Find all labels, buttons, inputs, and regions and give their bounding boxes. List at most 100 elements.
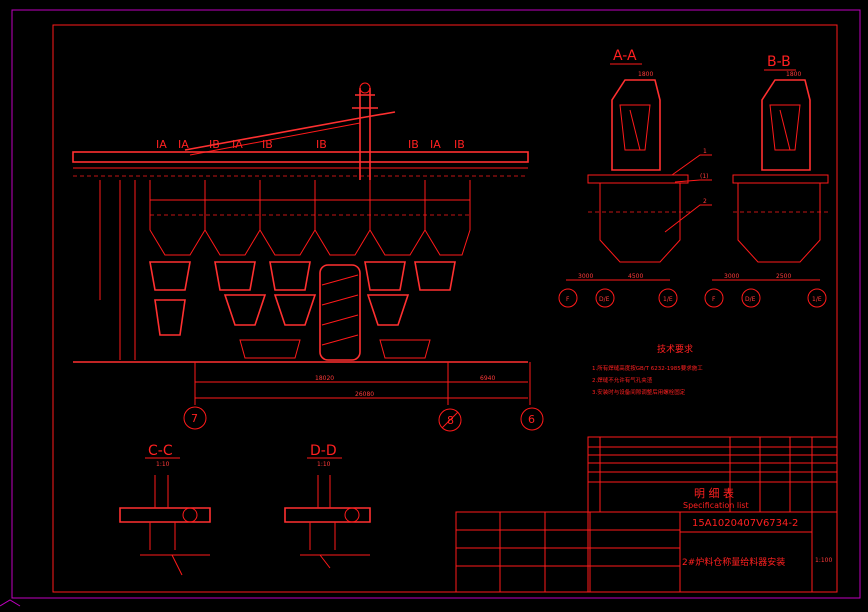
top-platform [72,151,529,163]
section-dd: D-D 1:10 [284,443,371,569]
drum-body [319,264,361,361]
weigh-hopper [273,294,317,326]
spec-table-title-en: Specification list [683,501,749,510]
hopper [314,180,371,256]
outer-frame [11,9,861,599]
section-cc-title: C-C [148,443,173,459]
incline-conveyor-lower [189,122,361,156]
main-top-label: IA [232,138,243,151]
aa-hopper [599,183,681,263]
spec-table-frame [587,436,838,593]
inner-border [52,24,838,593]
lower-chute [379,339,431,359]
tech-notes-title: 技术要求 [657,343,693,355]
bb-axis-bubble [807,288,827,308]
tower-structure [352,88,378,180]
technical-notes: 技术要求 1.所有焊缝高度按GB/T 6232-1985要求施工 2.焊缝不允许… [592,343,703,396]
left-column [119,180,136,360]
dd-bolt-head [344,507,360,523]
aa-axis-bubble [558,288,578,308]
axis-bubble-slash [441,411,459,429]
hopper-row [149,180,471,256]
section-cc-scale: 1:10 [156,461,170,468]
bb-axis-label: 1/E [812,296,822,303]
section-aa-dim-top: 1800 [638,71,653,78]
bb-platform [732,174,829,184]
cc-details [149,475,183,576]
bb-dim-bottom: 2500 [776,273,791,280]
aa-bin-structure [611,79,661,171]
bb-dim-bottom: 3000 [724,273,739,280]
feeder-row [149,261,456,336]
axis-bubble-6 [520,407,544,431]
aa-leaders [664,154,712,233]
main-top-label: IA [178,138,189,151]
aa-axis-bubble [595,288,615,308]
aa-axis-label: 1/E [663,296,673,303]
bb-axis-bubble [704,288,724,308]
aa-axis-bubble [658,288,678,308]
hopper [204,180,261,256]
cc-body [119,507,211,523]
axis-bubble-7 [183,406,207,430]
feeder [214,261,256,291]
lower-chute [239,339,301,359]
feeder [414,261,456,291]
section-dd-scale: 1:10 [317,461,331,468]
main-top-label: IB [316,138,327,151]
spec-table-title-cn: 明 细 表 [694,486,734,500]
axis-bubble-8 [438,408,462,432]
aa-dim-bottom: 3000 [578,273,593,280]
drawing-scale: 1:100 [815,557,832,564]
section-bb-title: B-B [767,54,791,70]
dim-label: 26080 [355,391,374,398]
main-top-label: IA [430,138,441,151]
aa-axis-label: D/E [599,296,610,303]
dd-details [309,475,336,569]
hopper [424,180,471,256]
title-block: 明 细 表 Specification list 15A1020407V6734… [455,436,838,593]
drawing-number: 15A1020407V6734-2 [692,518,798,529]
dim-label: 6940 [480,375,495,382]
bb-axis-label: D/E [745,296,756,303]
tech-note-line: 2.焊缝不允许有气孔夹渣 [592,376,653,384]
axis-extension [194,362,531,405]
section-aa-title: A-A [613,48,637,64]
weigh-hopper [223,294,267,326]
incline-conveyor [184,111,396,151]
weigh-hopper [154,299,186,336]
bb-axis-bubble [741,288,761,308]
title-block-frame [455,511,838,593]
aa-platform [587,174,689,184]
section-aa: A-A 1800 1 (1) 2 3000 4500 F D/E 1/E [558,48,712,308]
weigh-hopper [366,294,410,326]
main-top-label: IA [156,138,167,151]
aa-bin-inner [619,104,651,151]
main-top-label: IB [454,138,465,151]
hopper [259,180,316,256]
aa-leader-3: 2 [703,198,707,205]
section-cc: C-C 1:10 [119,443,211,576]
cc-bolt-head [182,507,198,523]
bb-bin-inner [769,104,801,151]
central-drum [319,264,361,361]
drum-hatching [321,274,359,346]
feeder [269,261,311,291]
axis-7-label: 7 [191,412,198,425]
tech-note-line: 1.所有焊缝高度按GB/T 6232-1985要求施工 [592,364,703,372]
bb-hopper [737,183,821,263]
main-elevation-view: IA IA IB IA IB IB IB IA IB [72,82,544,432]
dd-body [284,507,371,523]
tech-note-line: 3.安装时与设备间隙调整后用螺栓固定 [592,388,686,396]
head-pulley [359,82,371,94]
section-bb: B-B 1800 3000 2500 F D/E 1/E [704,54,830,308]
aa-dim-bottom: 4500 [628,273,643,280]
feeder [364,261,406,291]
drawing-name: 2#炉料仓称量给料器安装 [682,556,785,568]
aa-axis-label: F [566,296,570,303]
feeder [149,261,191,291]
ucs-icon [0,599,21,607]
main-top-label: IB [262,138,273,151]
section-bb-dim-top: 1800 [786,71,801,78]
